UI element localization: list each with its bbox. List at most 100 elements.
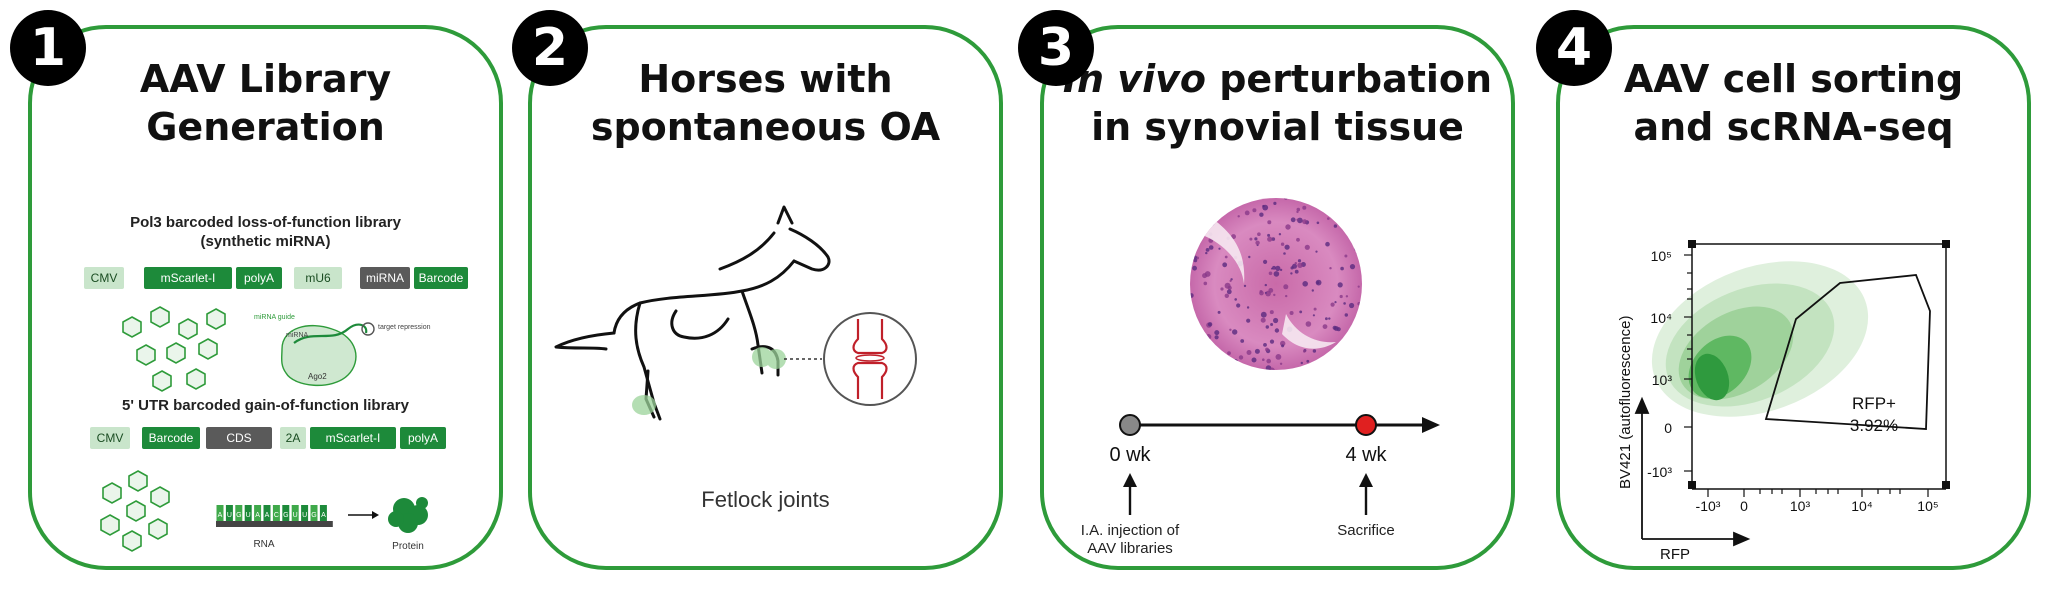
cds-box: CDS xyxy=(206,427,272,449)
x-tick-label: 10⁵ xyxy=(1917,498,1938,514)
library-1-title-line: Pol3 barcoded loss-of-function library xyxy=(130,214,401,231)
nucleus-dot xyxy=(1198,351,1202,354)
panel-cell-sorting: AAV cell sorting and scRNA-seq RFP+ 3.9 xyxy=(1556,25,2031,570)
nucleus-dot xyxy=(1272,265,1276,270)
panel-title-line: Horses with xyxy=(638,57,893,101)
nucleus-dot xyxy=(1214,330,1220,336)
rna-base xyxy=(244,505,252,521)
nucleus-dot xyxy=(1213,194,1218,197)
start-event-label: I.A. injection of xyxy=(1081,522,1180,539)
mirna-guide-label: miRNA guide xyxy=(254,314,295,321)
nucleus-dot xyxy=(1333,224,1338,228)
step-badge-3: 3 xyxy=(1018,10,1094,86)
nucleus-dot xyxy=(1190,293,1194,298)
nucleus-dot xyxy=(1312,349,1317,353)
nucleus-dot xyxy=(1268,271,1273,276)
nucleus-dot xyxy=(1357,302,1361,306)
rna-base-letter: G xyxy=(283,512,288,519)
nucleus-dot xyxy=(1205,334,1212,340)
panel-title: Horses with spontaneous OA xyxy=(532,55,999,151)
nucleus-dot xyxy=(1217,310,1221,314)
rna-base-letter: U xyxy=(302,512,307,519)
rna-base xyxy=(235,505,243,521)
cmv-box: CMV xyxy=(84,267,124,289)
nucleus-dot xyxy=(1259,212,1264,217)
nucleus-dot xyxy=(1227,351,1231,355)
nucleus-dot xyxy=(1297,217,1303,224)
nucleus-dot xyxy=(1345,295,1349,298)
nucleus-dot xyxy=(1190,219,1193,225)
nucleus-dot xyxy=(1284,244,1290,250)
library-1-illustration: miRNA guide miRNA target repression Ago2 xyxy=(122,306,431,392)
nucleus-dot xyxy=(1254,348,1260,354)
nucleus-dot xyxy=(1270,323,1274,326)
nucleus-dot xyxy=(1190,247,1192,252)
nucleus-dot xyxy=(1303,194,1305,196)
nucleus-dot xyxy=(1296,237,1300,242)
joint-highlight-icon xyxy=(632,347,786,415)
nucleus-dot xyxy=(1337,198,1340,201)
nucleus-dot xyxy=(1344,313,1348,317)
nucleus-dot xyxy=(1280,340,1286,347)
library-2-title: 5' UTR barcoded gain-of-function library xyxy=(122,397,409,414)
nucleus-dot xyxy=(1292,263,1297,269)
y-tick-label: 10⁵ xyxy=(1651,248,1672,264)
nucleus-dot xyxy=(1194,238,1199,243)
rna-base xyxy=(291,505,299,521)
panel-title-line: In vivo perturbation xyxy=(1044,55,1511,103)
nucleus-dot xyxy=(1355,194,1358,196)
start-event-label: AAV libraries xyxy=(1087,540,1173,557)
panel-title: In vivo perturbation in synovial tissue xyxy=(1044,55,1511,151)
nucleus-dot xyxy=(1246,306,1250,309)
nucleus-dot xyxy=(1218,247,1221,250)
polya-box: polyA xyxy=(400,427,446,449)
arrow-up-icon xyxy=(1123,473,1137,515)
nucleus-dot xyxy=(1214,369,1219,370)
panel-title-line: AAV cell sorting xyxy=(1623,57,1964,101)
nucleus-dot xyxy=(1273,293,1276,297)
nucleus-dot xyxy=(1254,237,1258,241)
rna-base-letter: C xyxy=(274,512,279,519)
nucleus-dot xyxy=(1296,210,1299,214)
horse-icon xyxy=(554,205,831,421)
nucleus-dot xyxy=(1267,220,1272,225)
nucleus-dot xyxy=(1297,259,1302,263)
nucleus-dot xyxy=(1197,232,1201,236)
nucleus-dot xyxy=(1339,294,1343,299)
horse-illustration xyxy=(554,205,917,421)
nucleus-dot xyxy=(1229,328,1232,331)
nucleus-dot xyxy=(1262,204,1265,208)
mirna-label: miRNA xyxy=(286,332,308,339)
step-badge-2: 2 xyxy=(512,10,588,86)
rna-base xyxy=(216,505,224,521)
end-event-label: Sacrifice xyxy=(1337,522,1395,539)
nucleus-dot xyxy=(1263,343,1267,347)
rna-base-letter: U xyxy=(227,512,232,519)
rna-base xyxy=(301,505,309,521)
nucleus-dot xyxy=(1284,198,1288,200)
target-repression-label: target repression xyxy=(378,324,431,331)
nucleus-dot xyxy=(1315,250,1318,253)
gate-percent-label: 3.92% xyxy=(1850,416,1898,435)
panel-title: AAV Library Generation xyxy=(32,55,499,151)
nucleus-dot xyxy=(1233,365,1237,369)
nucleus-dot xyxy=(1303,349,1306,353)
nucleus-dot xyxy=(1361,268,1362,274)
nucleus-dot xyxy=(1285,224,1291,230)
nucleus-dot xyxy=(1313,307,1317,311)
nucleus-dot xyxy=(1279,268,1283,272)
nucleus-dot xyxy=(1361,194,1363,196)
y-axis-label: BV421 (autofluorescence) xyxy=(1617,316,1634,489)
nucleus-dot xyxy=(1220,287,1224,291)
nucleus-dot xyxy=(1265,347,1269,352)
nucleus-dot xyxy=(1357,334,1362,341)
nucleus-dot xyxy=(1203,281,1208,286)
nucleus-dot xyxy=(1305,321,1312,327)
nucleus-dot xyxy=(1349,264,1356,270)
arrow-up-icon xyxy=(1359,473,1373,515)
y-tick-label: 10³ xyxy=(1652,372,1673,388)
ago2-label: Ago2 xyxy=(308,372,327,381)
panel-aav-library: AAV Library Generation Pol3 barcoded los… xyxy=(28,25,503,570)
y-tick-label: -10³ xyxy=(1647,464,1672,480)
nucleus-dot xyxy=(1190,252,1191,258)
